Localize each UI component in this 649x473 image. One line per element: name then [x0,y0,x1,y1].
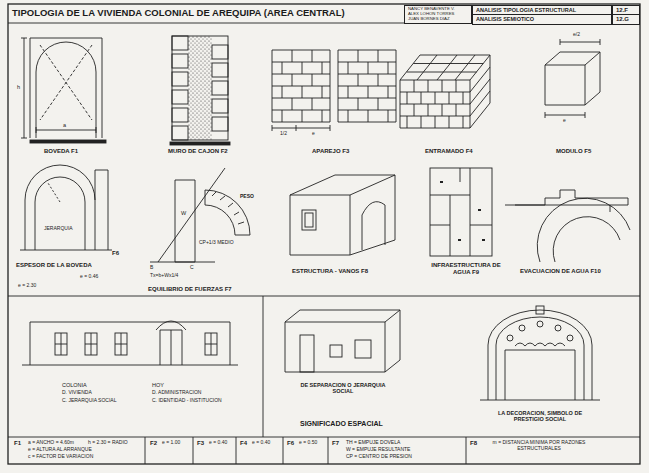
cell-text: ANALISIS SEMIOTICO [476,16,534,22]
figure-caption: APAREJO F3 [312,148,349,155]
dimension-label: HOY [152,382,164,388]
figure-caption: F6 [112,250,119,257]
dimension-label: CP+1/3 MEDIO [199,240,234,246]
figure-caption: ESPESOR DE LA BOVEDA [16,262,92,269]
dimension-label: D. ADMINISTRACION [152,390,201,396]
figure-caption: MODULO F5 [556,148,591,155]
figure-caption: INFRAESTRUCTURA DE AGUA F9 [430,262,502,276]
sheet-title: TIPOLOGIA DE LA VIVIENDA COLONIAL DE ARE… [12,8,345,19]
title-block-cell: NANCY BENAVENTE V. ALEX LOHON TORRES JUA… [404,5,472,24]
dimension-label: W [181,210,186,216]
dimension-label: e = 0.46 [80,274,98,280]
footnote: e = 0.50 [299,440,317,446]
dimension-label: e [563,118,566,124]
dimension-label: Tx=b+Wx1/4 [150,273,178,279]
dimension-label: C. JERARQUIA SOCIAL [62,398,116,404]
dimension-label: B [150,265,153,271]
footnote: c = FACTOR DE VARIACION [28,454,93,460]
footnote: CP = CENTRO DE PRESION [346,454,412,460]
footnote: e = 0.40 [209,440,227,446]
figure-caption: ESTRUCTURA - VANOS F8 [292,268,368,275]
footnote: F7 [332,440,339,447]
footnote: a = ANCHO = 4.60m [28,440,74,446]
figure-caption: ENTRAMADO F4 [425,148,473,155]
dimension-label: h [17,84,20,90]
footnote: F6 [287,440,294,447]
footnote: F8 [470,440,477,447]
dimension-label: e = 2.30 [18,283,36,289]
footnote: m = DISTANCIA MINIMA POR RAZONES ESTRUCT… [484,440,594,452]
title-block-cell: ANALISIS SEMIOTICO [472,14,612,25]
cell-text: ANALISIS TIPOLOGIA ESTRUCTURAL [476,7,576,13]
figure-caption: LA DECORACION, SIMBOLO DE PRESTIGIO SOCI… [490,410,590,423]
figure-caption: EQUILIBRIO DE FUERZAS F7 [148,286,232,293]
dimension-label: C. IDENTIDAD - INSTITUCION [152,398,222,404]
footnote: F3 [197,440,204,447]
footnote: F4 [240,440,247,447]
title-block-cell: 12.G [612,14,640,25]
dimension-label: a [63,122,66,128]
cell-text: NANCY BENAVENTE V. ALEX LOHON TORRES JUA… [408,7,460,21]
dimension-label: 1/2 [280,131,287,137]
figure-caption: PESO [240,194,254,200]
footnote: F2 [150,440,157,447]
dimension-label: COLONIA [62,382,87,388]
figure-caption: BOVEDA F1 [44,148,78,155]
dimension-label: D. VIVIENDA [62,390,92,396]
dimension-label: C [190,265,194,271]
cell-text: 12.G [616,16,629,23]
dimension-label: JERARQUIA [44,226,73,232]
footnote: h = 2.30 = RADIO [88,440,128,446]
dimension-label: e/2 [573,32,580,38]
cell-text: 12.F [616,7,628,14]
figure-caption: EVACUACION DE AGUA F10 [520,268,601,275]
footnote: TH = EMPUJE DOVELA [346,440,400,446]
footnote: e = 0.40 [252,440,270,446]
figure-caption: MURO DE CAJON F2 [168,148,228,155]
footnote: W = EMPUJE RESULTANTE [346,447,410,453]
footnote: e = 1.00 [162,440,180,446]
figure-caption: SIGNIFICADO ESPACIAL [300,420,383,428]
footnote: F1 [14,440,21,447]
dimension-label: e [312,131,315,137]
footnote: e = ALTURA AL ARRANQUE [28,447,92,453]
figure-caption: DE SEPARACION O JERARQUIA SOCIAL [298,382,388,395]
